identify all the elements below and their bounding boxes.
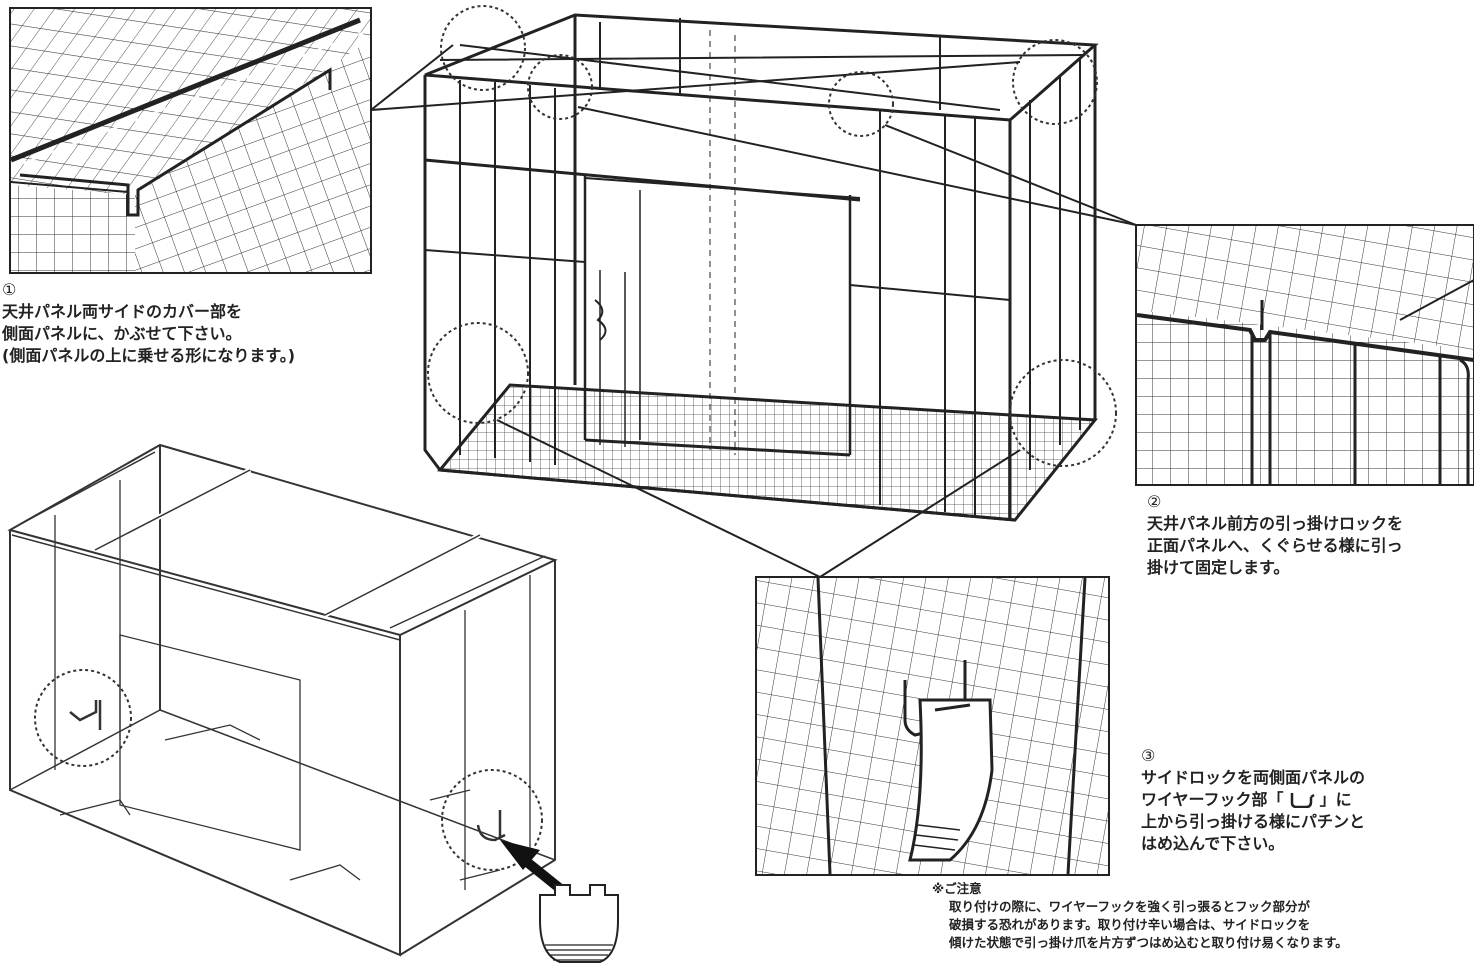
step-1-line-2: 側面パネルに、かぶせて下さい。 (2, 324, 242, 343)
step-3-line-2: ワイヤーフック部「 」に (1141, 789, 1365, 811)
step-3-line-3: 上から引っ掛ける様にパチンと (1141, 812, 1366, 831)
hook-icon (1290, 793, 1315, 808)
step-1-caption: ① 天井パネル両サイドのカバー部を 側面パネルに、かぶせて下さい。 (側面パネル… (2, 279, 295, 367)
step-3-line-1: サイドロックを両側面パネルの (1141, 768, 1366, 787)
step-2-line-2: 正面パネルへ、くぐらせる様に引っ (1147, 536, 1403, 555)
caution-line-3: 傾けた状態で引っ掛け爪を片方ずつはめ込むと取り付け易くなります。 (949, 935, 1348, 950)
cage-main-illustration (423, 13, 1099, 522)
cage-transparent-illustration (7, 443, 558, 957)
callout-circles-lower (34, 669, 543, 871)
detail-2-closeup (1135, 224, 1474, 486)
step-3-line-2-before: ワイヤーフック部「 (1141, 790, 1284, 809)
detail-3-closeup (755, 576, 1110, 876)
side-lock-part-icon (539, 884, 619, 963)
detail-1-closeup (9, 7, 372, 274)
step-2-line-1: 天井パネル前方の引っ掛けロックを (1147, 514, 1404, 533)
step-3-line-4: はめ込んで下さい。 (1141, 834, 1285, 853)
caution-line-1: 取り付けの際に、ワイヤーフックを強く引っ張るとフック部分が (949, 899, 1311, 914)
leader-lines (370, 44, 1137, 578)
step-3-line-2-after: 」に (1319, 790, 1352, 809)
step-3-caption: ③ サイドロックを両側面パネルの ワイヤーフック部「 」に 上から引っ掛ける様にパ… (1141, 745, 1365, 855)
step-1-number: ① (2, 280, 17, 299)
step-2-number: ② (1147, 492, 1162, 511)
caution-line-2: 破損する恐れがあります。取り付け辛い場合は、サイドロックを (949, 917, 1311, 932)
step-2-caption: ② 天井パネル前方の引っ掛けロックを 正面パネルへ、くぐらせる様に引っ 掛けて固… (1147, 491, 1403, 579)
step-2-line-3: 掛けて固定します。 (1147, 558, 1290, 577)
step-1-line-3: (側面パネルの上に乗せる形になります。) (2, 346, 296, 365)
caution-heading: ※ご注意 (932, 881, 982, 896)
caution-note: ※ご注意 取り付けの際に、ワイヤーフックを強く引っ張るとフック部分が 破損する恐… (932, 880, 1348, 952)
step-1-line-1: 天井パネル両サイドのカバー部を (2, 302, 243, 321)
step-3-number: ③ (1141, 746, 1156, 765)
callout-circles (427, 5, 1117, 467)
